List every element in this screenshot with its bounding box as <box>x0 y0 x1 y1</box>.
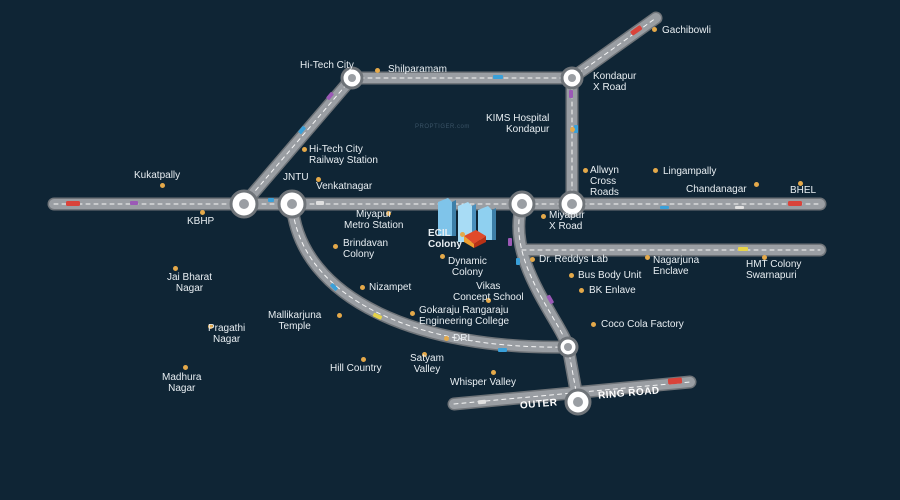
watermark: PROPTIGER.com <box>415 124 470 130</box>
label-kbhp: KBHP <box>187 216 215 227</box>
label-mallikarjuna: Mallikarjuna Temple <box>268 310 322 332</box>
landmark-dot-kukatpally <box>160 183 165 188</box>
landmark-dot-vikas <box>486 298 491 303</box>
label-gokaraju: Gokaraju Rangaraju Engineering College <box>419 305 510 327</box>
label-pragathi: Pragathi Nagar <box>208 323 246 345</box>
landmark-dot-venkatnagar <box>316 177 321 182</box>
label-gachibowli: Gachibowli <box>662 25 711 36</box>
landmark-dot-lingampally <box>653 168 658 173</box>
vehicles <box>66 25 802 405</box>
landmark-dot-nizampet <box>360 285 365 290</box>
landmark-dot-mallikarjuna <box>337 313 342 318</box>
landmark-dot-madhura <box>183 365 188 370</box>
landmark-dot-whisper <box>491 370 496 375</box>
landmark-dot-chandanagar <box>754 182 759 187</box>
landmark-dot-jai-bharat <box>173 266 178 271</box>
landmark-dot-bhel <box>798 181 803 186</box>
landmark-dot-hill-country <box>361 357 366 362</box>
label-nizampet: Nizampet <box>369 282 412 293</box>
landmark-dot-dynamic <box>440 254 445 259</box>
landmark-dot-gachibowli <box>652 27 657 32</box>
label-hitech-railway: Hi-Tech City Railway Station <box>309 144 378 166</box>
label-hill-country: Hill Country <box>330 363 382 374</box>
label-allwyn-cross: Allwyn Cross Roads <box>590 165 619 198</box>
landmark-dot-hmt <box>762 255 767 260</box>
label-jai-bharat: Jai Bharat Nagar <box>167 272 213 294</box>
label-hmt-colony: HMT Colony Swarnapuri <box>746 259 802 281</box>
label-miyapur-metro: Miyapur Metro Station <box>344 209 404 231</box>
landmark-dot-dr-reddys <box>530 257 535 262</box>
project-name: ECIL Colony <box>428 228 462 250</box>
landmark-dot-nagarjuna <box>645 255 650 260</box>
label-chandanagar: Chandanagar <box>686 184 747 195</box>
label-dr-reddys: Dr. Reddys Lab <box>539 254 608 265</box>
label-shilparamam: Shilparamam <box>388 64 447 75</box>
landmark-dot-allwyn <box>583 168 588 173</box>
label-bus-body: Bus Body Unit <box>578 270 642 281</box>
landmark-dot-coco-cola <box>591 322 596 327</box>
landmark-dot-miyapur-metro <box>386 211 391 216</box>
landmark-dot-hitech-railway <box>302 147 307 152</box>
landmark-dot-drl <box>444 336 449 341</box>
label-hitech-city: Hi-Tech City <box>300 60 354 71</box>
landmark-dot-miyapur-x <box>541 214 546 219</box>
landmark-dot-bk-enlave <box>579 288 584 293</box>
landmark-dot-satyam <box>422 352 427 357</box>
label-kims-hospital: KIMS Hospital Kondapur <box>486 113 550 135</box>
label-vikas: Vikas Concept School <box>453 281 524 303</box>
label-jntu: JNTU <box>283 172 309 183</box>
landmark-dot-gokaraju <box>410 311 415 316</box>
landmark-dot-bus-body <box>569 273 574 278</box>
landmark-dot-shilparamam <box>375 68 380 73</box>
label-dynamic-colony: Dynamic Colony <box>448 256 487 278</box>
label-kukatpally: Kukatpally <box>134 170 181 181</box>
label-satyam-valley: Satyam Valley <box>410 353 444 375</box>
project-building-icon <box>438 198 496 248</box>
landmark-dot-kbhp <box>200 210 205 215</box>
landmark-dot-brindavan <box>333 244 338 249</box>
label-bk-enlave: BK Enlave <box>589 285 636 296</box>
label-bhel: BHEL <box>790 185 817 196</box>
label-kondapur-x-road: Kondapur X Road <box>593 71 637 93</box>
label-nagarjuna: Nagarjuna Enclave <box>653 255 700 277</box>
label-brindavan: Brindavan Colony <box>343 238 389 260</box>
label-venkatnagar: Venkatnagar <box>316 181 373 192</box>
label-miyapur-x-road: Miyapur X Road <box>549 210 585 232</box>
project-dot <box>460 232 465 237</box>
label-drl: DRL <box>453 333 474 344</box>
junctions <box>229 66 592 416</box>
landmark-dot-pragathi <box>208 324 213 329</box>
label-lingampally: Lingampally <box>663 166 717 177</box>
label-whisper-valley: Whisper Valley <box>450 377 516 388</box>
label-coco-cola: Coco Cola Factory <box>601 319 684 330</box>
label-madhura: Madhura Nagar <box>162 372 202 394</box>
landmark-dot-kims <box>570 127 575 132</box>
